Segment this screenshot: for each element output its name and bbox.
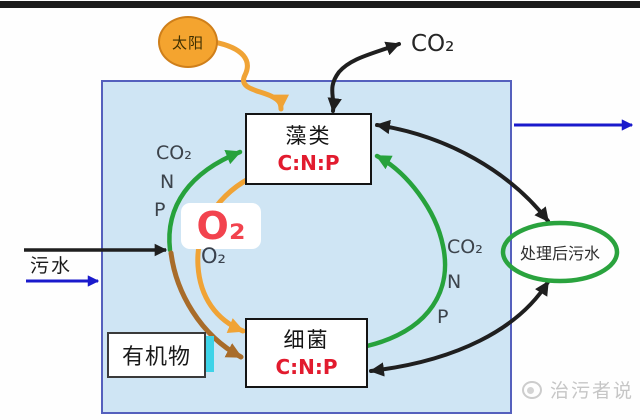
- algae-ratio: C:N:P: [277, 150, 340, 175]
- right-p-label: P: [437, 306, 449, 328]
- algae-box: 藻类 C:N:P: [245, 113, 372, 185]
- oxygen-to-bacteria-arrow: [195, 175, 253, 334]
- algae-treatedwater-arrow: [375, 119, 550, 223]
- co2-top-label: CO₂: [411, 31, 455, 57]
- watermark-logo-icon: [522, 381, 542, 399]
- left-co2-label: CO₂: [156, 142, 192, 164]
- sun-label: 太阳: [171, 33, 204, 52]
- nutrients-to-algae-arrow-right: [364, 153, 448, 349]
- left-n-label: N: [160, 171, 175, 193]
- bacteria-box: 细菌 C:N:P: [245, 318, 368, 388]
- top-border-bar: [0, 1, 640, 8]
- treated-water-label: 处理后污水: [519, 244, 600, 263]
- organic-matter-box: 有机物: [107, 332, 206, 378]
- right-co2-label: CO₂: [447, 236, 483, 258]
- oxygen-big-label: O₂: [196, 204, 246, 248]
- sunlight-arrow: [211, 39, 289, 112]
- nutrients-to-algae-arrow-left: [167, 149, 243, 253]
- right-n-label: N: [447, 271, 462, 293]
- bacteria-title: 细菌: [283, 327, 330, 352]
- bacteria-treatedwater-arrow: [369, 280, 550, 377]
- algae-title: 藻类: [285, 123, 332, 148]
- left-p-label: P: [154, 199, 166, 221]
- watermark-text: 治污者说: [550, 380, 635, 402]
- organic-to-bacteria-arrow: [168, 250, 244, 360]
- oxygen-big-badge: O₂: [181, 203, 261, 249]
- wastewater-label: 污水: [30, 255, 73, 277]
- co2-exchange-arrow: [327, 41, 401, 113]
- cyan-marker-bar: [206, 336, 214, 372]
- sun-badge: 太阳: [158, 16, 218, 68]
- bacteria-ratio: C:N:P: [275, 354, 338, 379]
- organic-matter-label: 有机物: [121, 345, 191, 370]
- oxygen-small-label: O₂: [201, 244, 226, 268]
- treated-water-ellipse: [500, 220, 620, 284]
